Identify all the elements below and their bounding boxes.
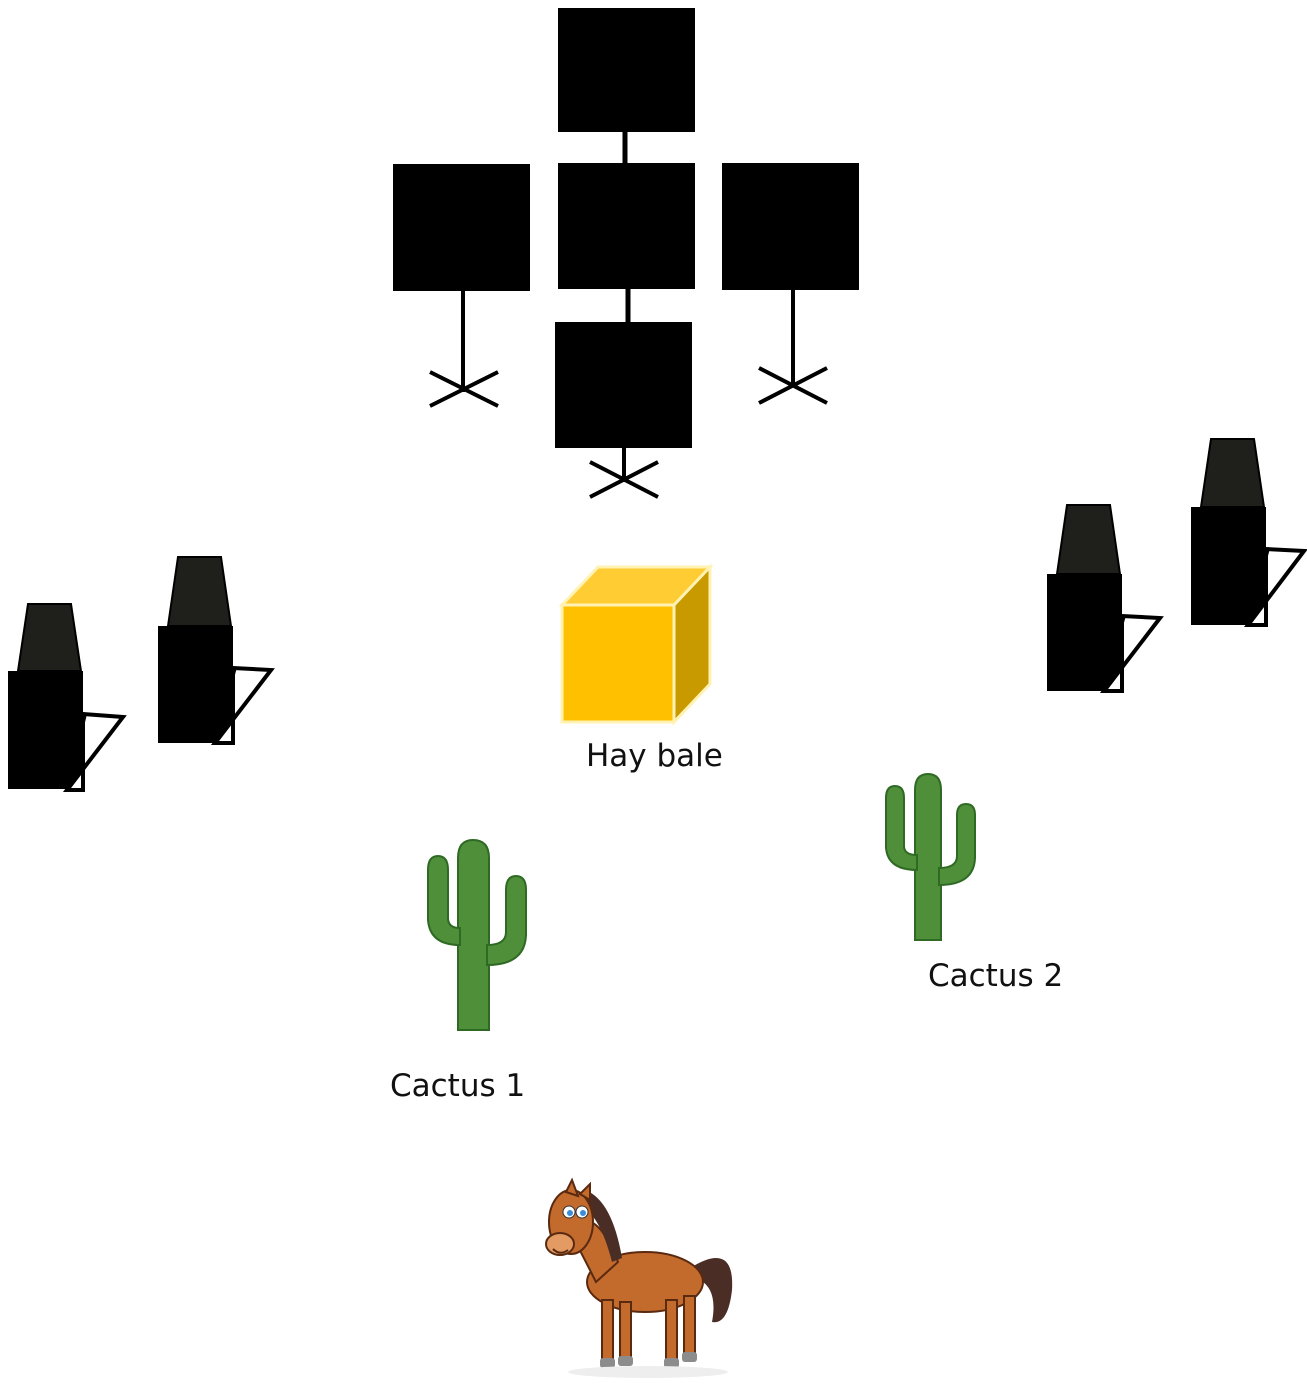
block-right: [722, 163, 859, 290]
marker-left-2-icon: [158, 556, 275, 745]
marker-right-2-icon: [1191, 438, 1307, 627]
cactus-1-label: Cactus 1: [390, 1068, 526, 1104]
block-bottom: [555, 322, 692, 448]
jump-formation: [393, 8, 859, 499]
block-left: [393, 164, 530, 291]
hay-bale-label: Hay bale: [586, 738, 723, 774]
stand-left-icon: [429, 291, 499, 408]
stand-bottom-icon: [589, 448, 659, 499]
marker-right-1-icon: [1047, 504, 1164, 693]
cactus-1-icon: [427, 838, 527, 1031]
hay-bale-icon: [558, 563, 714, 726]
horse-icon: [545, 1177, 733, 1378]
marker-left-1-icon: [8, 603, 127, 792]
block-top: [558, 8, 695, 132]
stand-right-icon: [758, 290, 828, 405]
cactus-2-icon: [885, 772, 976, 941]
block-center: [558, 163, 695, 289]
cactus-2-label: Cactus 2: [928, 958, 1064, 994]
